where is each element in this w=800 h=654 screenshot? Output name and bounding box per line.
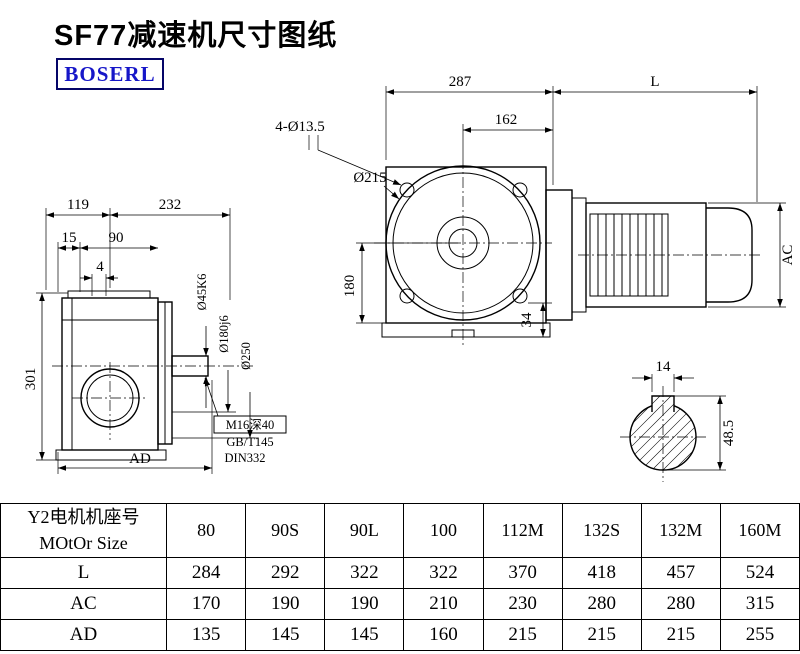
table-cell: 280 (561, 588, 642, 620)
table-cell: 145 (324, 619, 405, 651)
table-cell: 418 (561, 557, 642, 589)
column-header: 90S (245, 503, 326, 558)
note-tapped-hole: M16深40 (226, 418, 275, 432)
label-flange-diameter: Ø250 (239, 342, 253, 370)
dim-AC: AC (780, 245, 796, 266)
table-cell: 170 (165, 588, 247, 620)
table-row-AC: AC 170 190 190 210 230 280 280 315 (0, 588, 800, 620)
motor-size-table: Y2电机机座号 MOtOr Size 80 90S 90L 100 112M 1… (0, 503, 800, 651)
dim-301: 301 (23, 368, 39, 391)
dim-232: 232 (159, 197, 182, 213)
page-title: SF77减速机尺寸图纸 (54, 20, 338, 52)
table-cell: 524 (719, 557, 800, 589)
label-spigot-diameter: Ø180j6 (217, 315, 231, 353)
row-label: AD (0, 619, 167, 651)
column-header: 112M (482, 503, 563, 558)
table-cell: 280 (640, 588, 721, 620)
table-cell: 292 (245, 557, 326, 589)
dim-119: 119 (67, 197, 89, 213)
dim-L: L (650, 74, 659, 90)
column-header: 80 (165, 503, 247, 558)
table-cell: 190 (324, 588, 405, 620)
dim-34: 34 (519, 312, 535, 328)
table-cell: 230 (482, 588, 563, 620)
table-cell: 215 (482, 619, 563, 651)
technical-drawing: 119 232 15 90 4 301 AD Ø4 (23, 74, 796, 482)
dim-15: 15 (62, 230, 77, 246)
dim-90: 90 (109, 230, 124, 246)
note-din-standard: DIN332 (225, 451, 266, 465)
table-cell: 215 (640, 619, 721, 651)
table-cell: 322 (324, 557, 405, 589)
table-cell: 322 (403, 557, 484, 589)
column-header: 132M (640, 503, 721, 558)
motor (545, 189, 762, 321)
dim-180: 180 (342, 275, 358, 298)
dim-AD: AD (129, 451, 151, 467)
table-cell: 160 (403, 619, 484, 651)
front-view-dimensions: 287 L 162 4-Ø13.5 Ø215 180 34 (275, 74, 796, 337)
dim-flange-diameter: Ø215 (353, 170, 386, 186)
table-cell: 190 (245, 588, 326, 620)
side-view (52, 290, 254, 461)
table-header-motor-size: Y2电机机座号 MOtOr Size (0, 503, 167, 558)
row-label: AC (0, 588, 167, 620)
dim-14: 14 (656, 359, 672, 375)
table-cell: 215 (561, 619, 642, 651)
table-row-AD: AD 135 145 145 160 215 215 215 255 (0, 619, 800, 651)
dim-4: 4 (96, 259, 104, 275)
table-cell: 145 (245, 619, 326, 651)
table-cell: 284 (165, 557, 247, 589)
column-header: 132S (561, 503, 642, 558)
dim-287: 287 (449, 74, 472, 90)
note-gb-standard: GB/T145 (226, 435, 273, 449)
row-label: L (0, 557, 167, 589)
header-line-en: MOtOr Size (39, 532, 128, 553)
dim-48-5: 48.5 (721, 420, 737, 446)
table-cell: 457 (640, 557, 721, 589)
label-shaft-diameter: Ø45K6 (195, 274, 209, 311)
table-cell: 135 (165, 619, 247, 651)
table-cell: 315 (719, 588, 800, 620)
table-cell: 255 (719, 619, 800, 651)
column-header: 90L (324, 503, 405, 558)
shaft-section: 14 48.5 (620, 359, 737, 482)
column-header: 100 (403, 503, 484, 558)
header-line-cn: Y2电机机座号 (27, 507, 140, 528)
brand-logo: BOSERL (56, 58, 164, 90)
dim-bolt-holes: 4-Ø13.5 (275, 119, 325, 135)
column-header: 160M (719, 503, 800, 558)
table-row-L: L 284 292 322 322 370 418 457 524 (0, 557, 800, 589)
table-cell: 210 (403, 588, 484, 620)
dim-162: 162 (495, 112, 518, 128)
table-cell: 370 (482, 557, 563, 589)
table-header-row: Y2电机机座号 MOtOr Size 80 90S 90L 100 112M 1… (0, 503, 800, 558)
side-view-dimensions: 119 232 15 90 4 301 AD Ø4 (23, 197, 287, 474)
